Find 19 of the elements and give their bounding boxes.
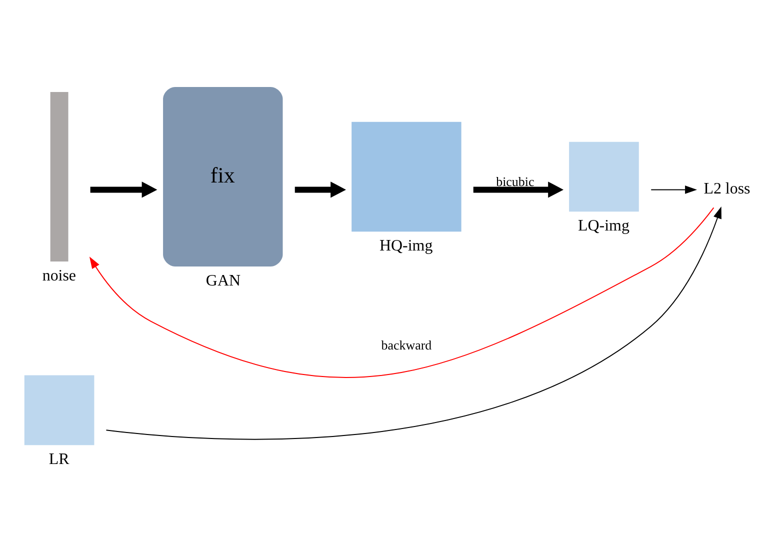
arrow [106, 206, 722, 440]
arrow [473, 182, 564, 198]
node-label: noise [42, 267, 76, 284]
node-label: HQ-img [380, 237, 433, 254]
arrow [294, 182, 346, 198]
arrow [650, 186, 698, 194]
node-box [352, 122, 462, 232]
edge-label: bicubic [496, 174, 534, 190]
node-text: L2 loss [704, 180, 750, 198]
node-label: GAN [206, 272, 241, 290]
node-box [569, 142, 639, 212]
arrow [89, 207, 714, 378]
arrow [90, 182, 158, 198]
node-label: LR [48, 450, 70, 468]
node-label: LQ-img [578, 217, 630, 234]
node-box: fix [163, 86, 283, 267]
edge-label: backward [381, 338, 432, 353]
node-box [50, 92, 68, 262]
node-box [24, 375, 94, 446]
